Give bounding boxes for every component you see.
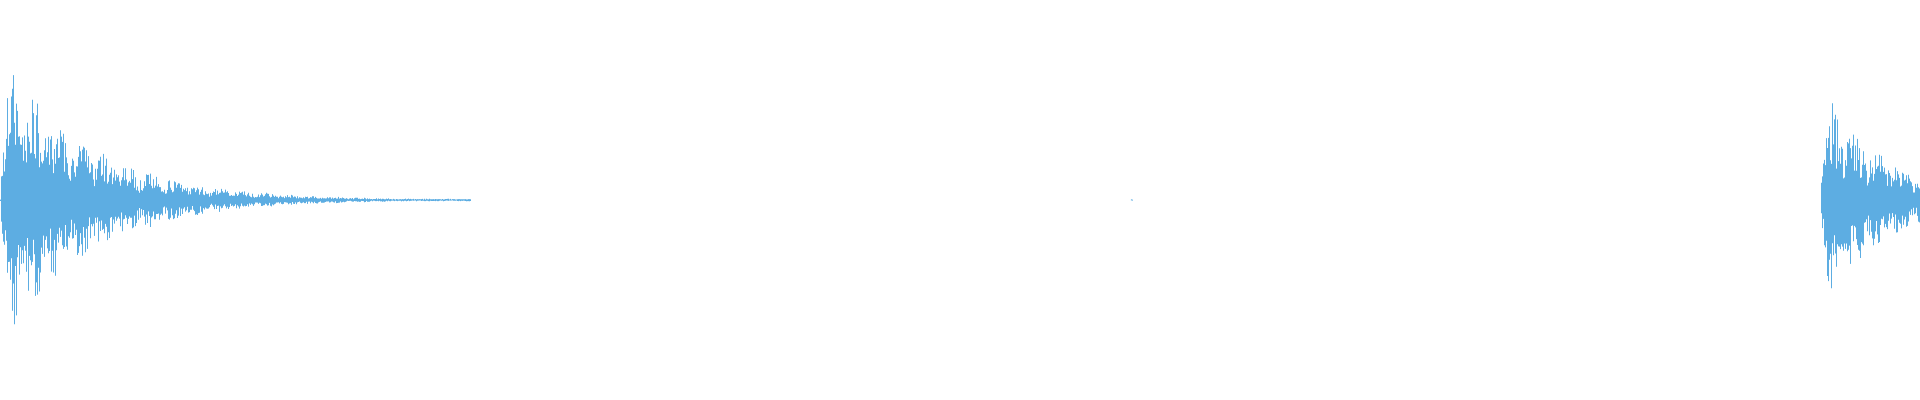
waveform-trace xyxy=(0,75,1920,325)
